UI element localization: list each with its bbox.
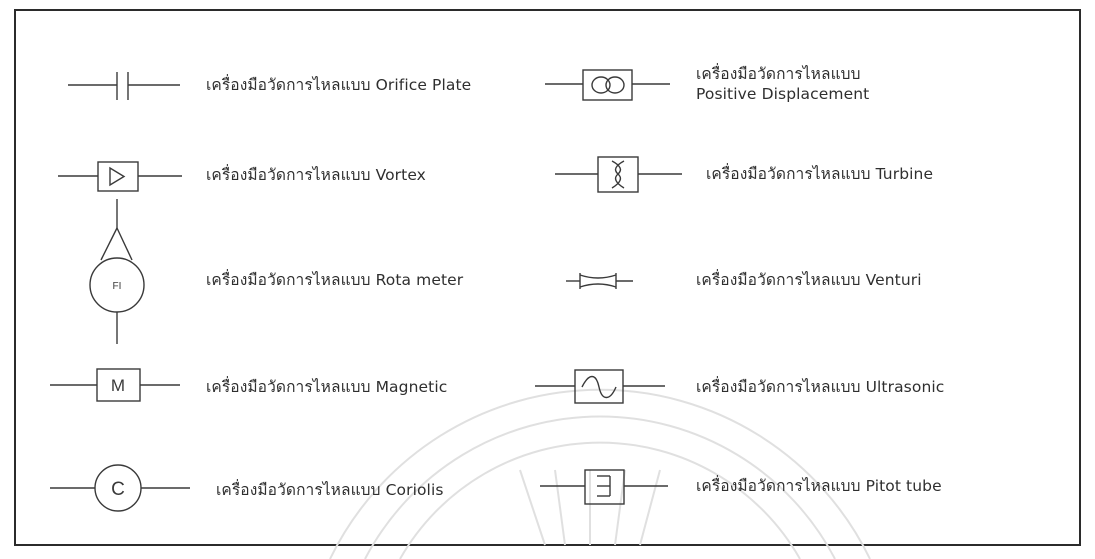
coriolis-symbol: [50, 464, 190, 512]
positive-displacement-symbol: [545, 69, 670, 101]
magnetic-label: เครื่องมือวัดการไหลแบบ Magnetic: [206, 378, 448, 396]
legend-frame: [14, 9, 1081, 546]
coriolis-glyph: C: [111, 479, 125, 500]
magnetic-symbol: [50, 368, 180, 402]
rota-meter-glyph: FI: [113, 281, 122, 292]
venturi-symbol: [566, 273, 633, 289]
pitot-tube-symbol: [540, 469, 668, 505]
positive-displacement-label: เครื่องมือวัดการไหลแบบ Positive Displace…: [696, 64, 869, 104]
positive-displacement-label-line2: Positive Displacement: [696, 85, 870, 103]
orifice-plate-label: เครื่องมือวัดการไหลแบบ Orifice Plate: [206, 76, 472, 94]
ultrasonic-symbol: [535, 369, 665, 404]
positive-displacement-label-line1: เครื่องมือวัดการไหลแบบ: [696, 65, 861, 83]
rota-meter-label: เครื่องมือวัดการไหลแบบ Rota meter: [206, 271, 464, 289]
turbine-symbol: [555, 156, 682, 193]
vortex-symbol: [58, 161, 182, 192]
magnetic-glyph: M: [111, 376, 125, 395]
venturi-label: เครื่องมือวัดการไหลแบบ Venturi: [696, 271, 922, 289]
orifice-plate-symbol: [68, 72, 180, 100]
pitot-tube-label: เครื่องมือวัดการไหลแบบ Pitot tube: [696, 477, 942, 495]
vortex-label: เครื่องมือวัดการไหลแบบ Vortex: [206, 166, 426, 184]
ultrasonic-label: เครื่องมือวัดการไหลแบบ Ultrasonic: [696, 378, 945, 396]
rota-meter-symbol: [89, 199, 145, 344]
coriolis-label: เครื่องมือวัดการไหลแบบ Coriolis: [216, 481, 444, 499]
turbine-label: เครื่องมือวัดการไหลแบบ Turbine: [706, 165, 934, 183]
